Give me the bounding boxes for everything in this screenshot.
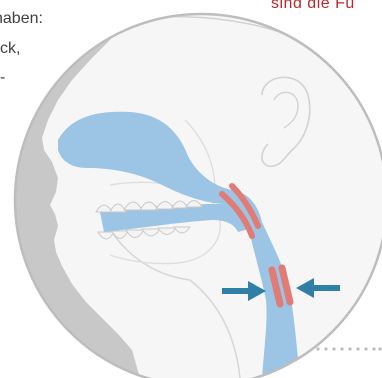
dotted-leader-line bbox=[316, 347, 381, 350]
